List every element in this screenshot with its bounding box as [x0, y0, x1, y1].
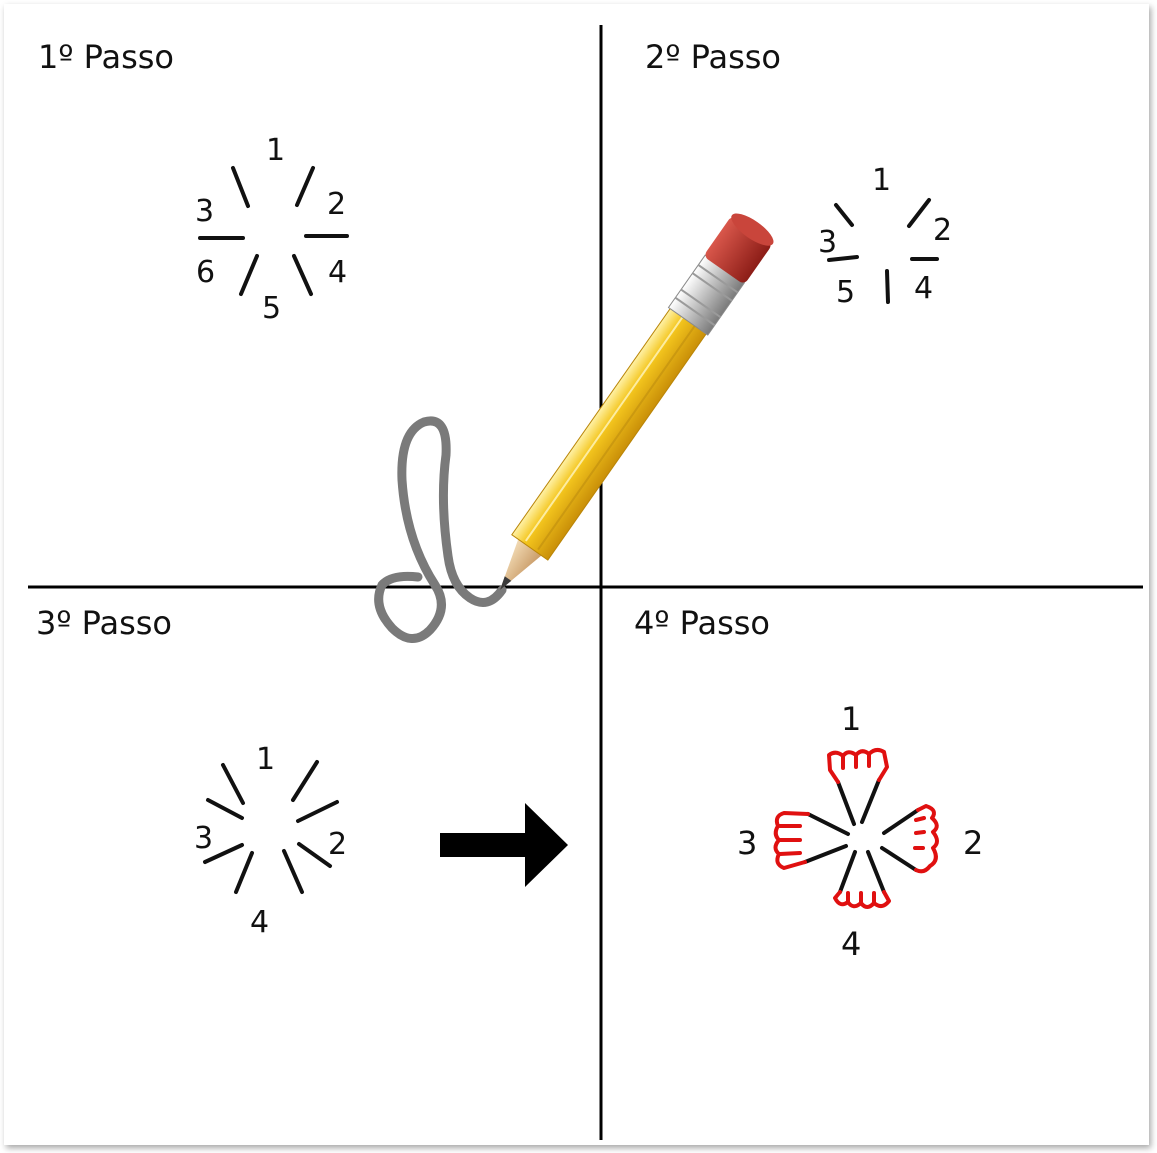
q3-radial-lines — [203, 760, 339, 894]
q1-label-6: 6 — [196, 255, 215, 290]
q2-label-4: 4 — [914, 271, 933, 306]
q2-label-1: 1 — [872, 163, 891, 198]
q4-hand-strokes — [803, 778, 920, 894]
q4-label-2: 2 — [963, 824, 983, 862]
q2-radial-lines — [827, 198, 939, 304]
q3-label-4: 4 — [250, 905, 269, 940]
q2-label-2: 2 — [933, 213, 952, 248]
q2-label-3: 3 — [818, 225, 837, 260]
q1-label-5: 5 — [262, 291, 281, 326]
diagram-frame — [4, 4, 1149, 1145]
q1-title: 1º Passo — [38, 38, 174, 76]
q3-label-2: 2 — [328, 827, 347, 862]
q4-label-1: 1 — [841, 700, 861, 738]
q2-label-5: 5 — [836, 275, 855, 310]
q3-title: 3º Passo — [36, 604, 172, 642]
q2-title: 2º Passo — [645, 38, 781, 76]
q1-radial-lines — [198, 166, 349, 296]
q1-label-1: 1 — [266, 133, 285, 168]
arrow-right-icon — [440, 803, 568, 887]
q4-title: 4º Passo — [634, 604, 770, 642]
pencil-icon — [500, 213, 774, 590]
q3-label-1: 1 — [256, 742, 275, 777]
q1-label-2: 2 — [327, 187, 346, 222]
q4-label-3: 3 — [737, 824, 757, 862]
q4-finger-outlines — [773, 747, 939, 909]
q4-label-4: 4 — [841, 925, 861, 963]
q1-label-4: 4 — [328, 255, 347, 290]
pencil-scribble — [374, 416, 507, 643]
q1-label-3: 3 — [195, 194, 214, 229]
q3-label-3: 3 — [194, 821, 213, 856]
